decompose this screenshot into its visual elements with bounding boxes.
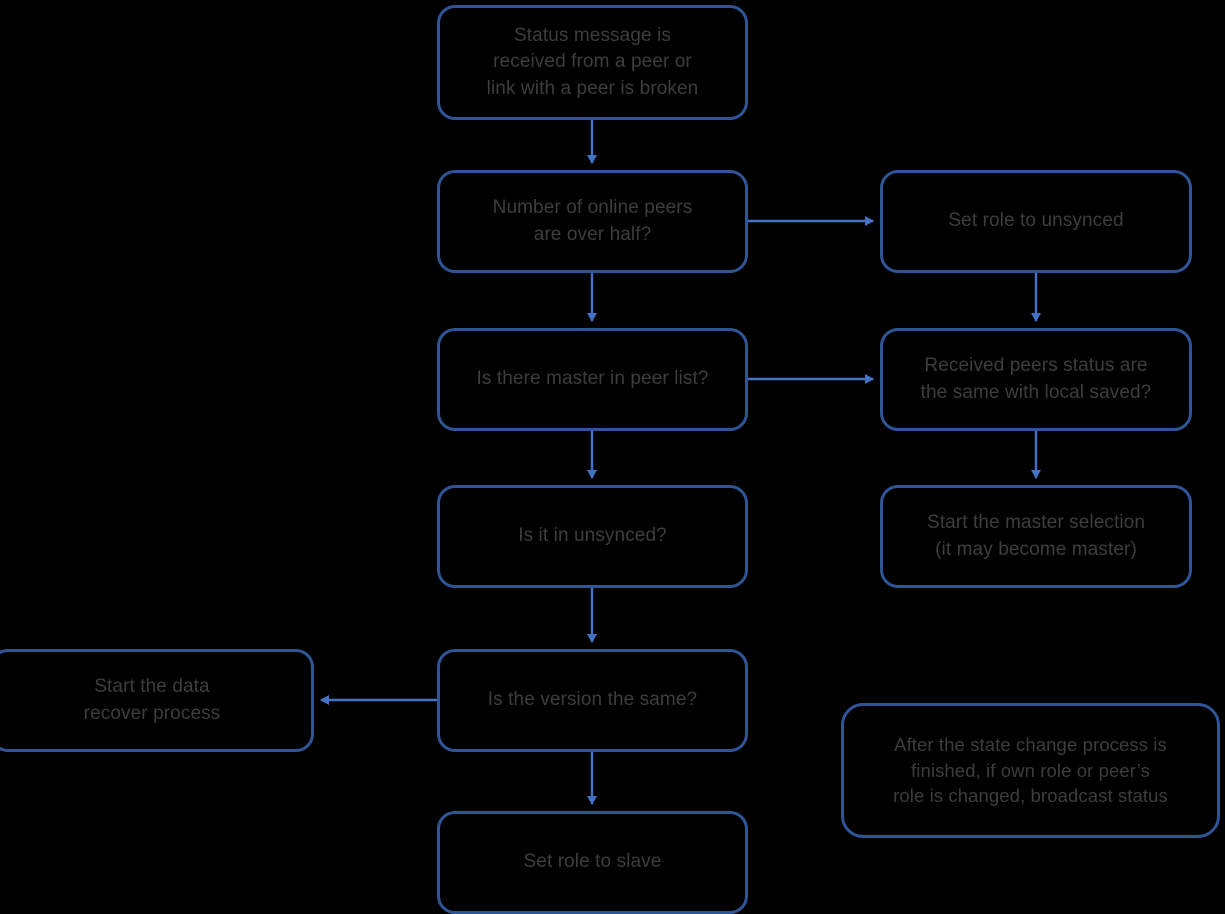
flowchart-node-start-data-recover-process[interactable]: Start the data recover process: [0, 649, 314, 752]
flowchart-node-master-in-peer-list[interactable]: Is there master in peer list?: [437, 328, 748, 431]
flowchart-node-status-message-received[interactable]: Status message is received from a peer o…: [437, 5, 748, 120]
flowchart-note-broadcast-status-note: After the state change process is finish…: [841, 703, 1220, 838]
flowchart-node-start-master-selection[interactable]: Start the master selection (it may becom…: [880, 485, 1192, 588]
flowchart-node-set-role-to-slave[interactable]: Set role to slave: [437, 811, 748, 914]
flowchart-node-peers-status-same-as-local[interactable]: Received peers status are the same with …: [880, 328, 1192, 431]
flowchart-node-set-role-to-unsynced[interactable]: Set role to unsynced: [880, 170, 1192, 273]
flowchart-node-is-it-in-unsynced[interactable]: Is it in unsynced?: [437, 485, 748, 588]
flowchart-node-online-peers-over-half[interactable]: Number of online peers are over half?: [437, 170, 748, 273]
flowchart-node-is-version-same[interactable]: Is the version the same?: [437, 649, 748, 752]
